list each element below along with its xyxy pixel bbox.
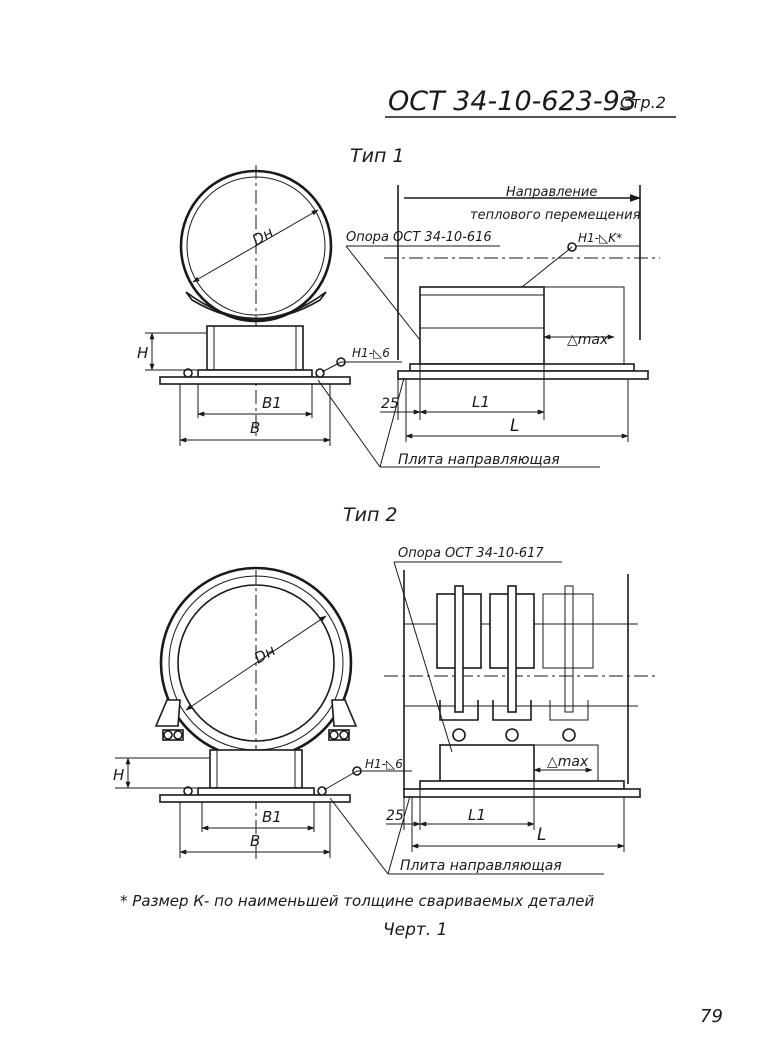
type2-side-guide-plate	[403, 788, 641, 798]
type1-dn-label: Dн	[249, 223, 277, 249]
type2-front-view: Dн H B1 B H1-◺6	[113, 566, 412, 860]
type2-base-plate	[197, 787, 315, 796]
type2-plate-bolt-right	[317, 786, 327, 796]
type1-plate-leader-a	[317, 379, 381, 468]
page-number: 79	[700, 1006, 723, 1027]
drawing-caption: Черт. 1	[383, 920, 447, 940]
type2-nut-1	[452, 728, 466, 742]
type1-front-view: Dн H B1 B H1-◺6	[137, 165, 402, 446]
type2-clamp-band-3	[542, 593, 594, 669]
type2-lug-left	[154, 699, 181, 727]
type2-bracket-1	[439, 700, 479, 721]
type1-bolt-left	[183, 368, 193, 378]
type1-dmax-space	[543, 286, 625, 365]
type1-direction-line2: теплового перемещения	[470, 208, 641, 223]
type2-stud-1	[454, 585, 464, 713]
type2-h-label: H	[113, 766, 124, 784]
type1-pipe-outline	[397, 185, 641, 360]
type2-side-view: △max Опора ОСТ 34-10-617 25 L1 L	[384, 546, 656, 852]
type2-b-label: B	[250, 832, 260, 850]
type2-bolt-left-b	[173, 730, 183, 740]
standard-number: ОСТ 34-10-623-93	[388, 86, 637, 117]
type2-bolt-right-b	[339, 730, 349, 740]
type1-l-label: L	[510, 416, 519, 436]
type2-stud-3	[564, 585, 574, 713]
type2-plate-callout: Плита направляющая	[329, 795, 604, 875]
type1-weld-star-label: H1-◺K*	[578, 231, 622, 245]
type2-support-web	[209, 749, 303, 789]
type1-direction-line1: Направление	[506, 185, 597, 200]
type2-guide-plate	[159, 794, 351, 803]
type1-title: Тип 1	[350, 145, 405, 167]
type1-b-label: B	[250, 419, 260, 437]
type1-weld-small-label: H1-◺6	[352, 346, 390, 360]
type1-weld-star-leader	[521, 246, 573, 288]
type2-plate-leader-a	[329, 797, 389, 875]
type1-b1-label: B1	[262, 394, 282, 412]
type1-guide-plate	[159, 376, 351, 385]
type2-nut-left	[162, 729, 184, 741]
type2-bolt-right-a	[329, 730, 339, 740]
type1-support-body	[419, 286, 545, 365]
type2-l1-label: L1	[468, 806, 486, 824]
type2-25-label: 25	[386, 808, 404, 824]
type2-stud-2	[507, 585, 517, 713]
type2-lug-right	[331, 699, 358, 727]
type2-dmax-label: △max	[547, 754, 589, 770]
type2-support-label: Опора ОСТ 34-10-617	[398, 546, 544, 561]
type1-support-web	[206, 325, 304, 371]
type1-h-label: H	[137, 344, 148, 362]
type2-nut-right	[328, 729, 350, 741]
type1-saddle	[185, 291, 327, 320]
title-block: ОСТ 34-10-623-93 Стр.2	[385, 86, 676, 118]
type1-dmax-label: △max	[567, 332, 609, 348]
type1-base-plate	[197, 369, 313, 378]
type2-b1-label: B1	[262, 808, 282, 826]
type2-plate-bolt-left	[183, 786, 193, 796]
type2-side-base	[419, 780, 625, 790]
type1-plate-leader-b	[379, 377, 405, 468]
type2-bracket-3	[549, 700, 589, 721]
footnote: * Размер К- по наименьшей толщине сварив…	[120, 892, 594, 910]
type1-side-guide-plate	[397, 370, 649, 380]
type2-title: Тип 2	[343, 504, 398, 526]
type2-bolt-left-a	[163, 730, 173, 740]
type1-weld-leader	[321, 361, 342, 373]
type2-support-body	[439, 744, 535, 782]
type2-l-label: L	[537, 825, 546, 845]
type2-bracket-2	[492, 700, 532, 721]
type1-bolt-right	[315, 368, 325, 378]
type2-weld-leader	[323, 770, 358, 791]
type2-weld-small-label: H1-◺6	[365, 757, 403, 771]
type1-side-base	[409, 363, 635, 372]
type1-plate-callout: Плита направляющая	[317, 377, 600, 468]
type2-support-leader	[393, 561, 453, 753]
type1-support-leader	[345, 245, 421, 341]
type2-nut-3	[562, 728, 576, 742]
page-reference: Стр.2	[620, 93, 666, 112]
type2-plate-leader-b	[387, 795, 411, 875]
type1-plate-label: Плита направляющая	[398, 452, 560, 468]
type2-nut-2	[505, 728, 519, 742]
type1-support-label: Опора ОСТ 34-10-616	[346, 230, 492, 245]
type2-plate-label: Плита направляющая	[400, 858, 562, 874]
type1-l1-label: L1	[472, 393, 490, 411]
type1-25-label: 25	[381, 396, 399, 412]
type1-side-view: Направление теплового перемещения △max О…	[345, 185, 660, 442]
